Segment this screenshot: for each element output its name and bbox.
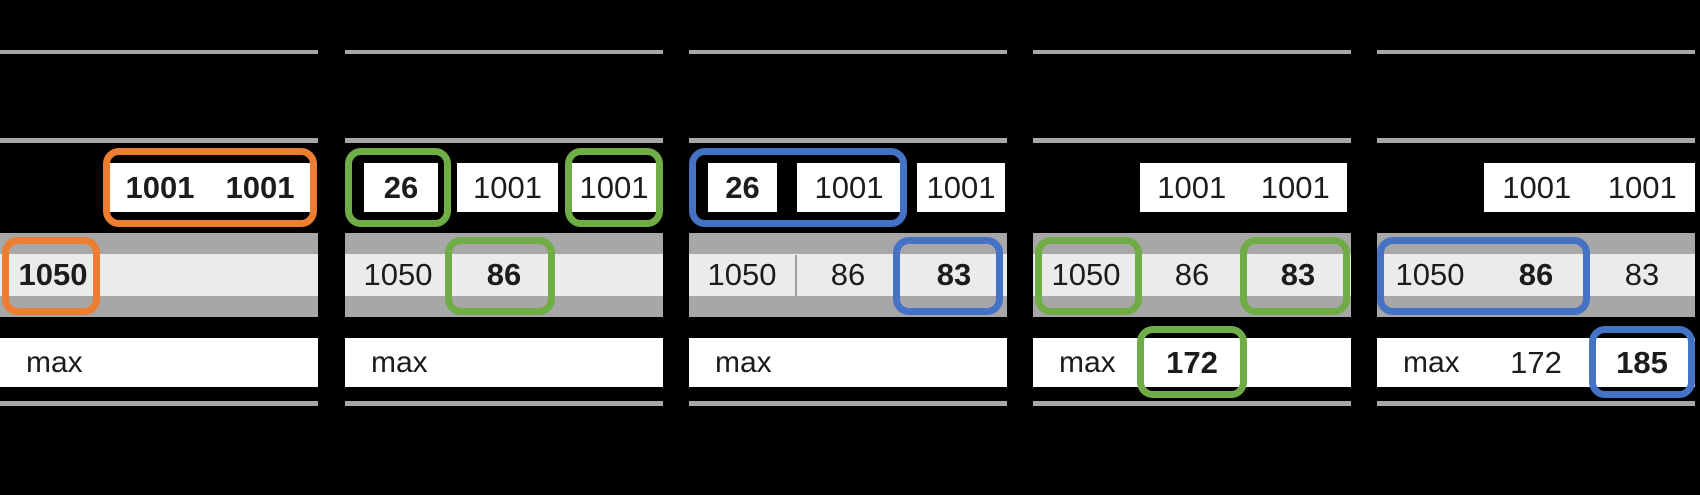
max-value: 172 [1166, 345, 1218, 380]
value: 26 [383, 169, 419, 205]
value: 1001 [579, 169, 649, 205]
highlight-outline-blue [689, 148, 907, 227]
max-label: max [1059, 346, 1116, 379]
max-label: max [1403, 346, 1460, 379]
step-panel-2: 26 1001 1001 1050 86 max [345, 0, 663, 495]
top-rule [0, 50, 318, 54]
deque-band [1377, 233, 1695, 317]
highlight-outline-blue [1377, 237, 1590, 315]
value: 1001 [1157, 169, 1227, 205]
value-box: 26 [364, 163, 438, 212]
max-value: 185 [1616, 345, 1668, 380]
step-panel-4: 1001 1001 1050 86 83 max 172 [1033, 0, 1351, 495]
value: 1001 [1260, 169, 1330, 205]
value: 1001 [814, 169, 884, 205]
step-panel-1: 1001 1001 1050 max [0, 0, 318, 495]
deque-band [1033, 233, 1351, 317]
value-box-pair: 1001 1001 [110, 163, 310, 212]
deque-cell: 1050 [1395, 257, 1465, 292]
max-row [345, 338, 663, 387]
deque-cell: 86 [1518, 257, 1554, 292]
deque-cell: 1050 [18, 257, 88, 292]
max-row [0, 338, 318, 387]
highlight-outline-green [1240, 237, 1350, 315]
step-panel-3: 26 1001 1001 1050 86 83 max [689, 0, 1007, 495]
deque-cell: 1050 [363, 257, 433, 292]
deque-cell: 86 [1174, 257, 1210, 292]
step-panel-5: 1001 1001 1050 86 83 max 172 185 [1377, 0, 1695, 495]
max-label: max [371, 346, 428, 379]
max-row [689, 338, 1007, 387]
max-row [1377, 338, 1695, 387]
middle-rule [1033, 138, 1351, 143]
highlight-outline-green [1137, 326, 1247, 398]
top-rule [345, 50, 663, 54]
bottom-rule [1033, 401, 1351, 406]
deque-band-inner [1377, 254, 1695, 296]
max-label: max [26, 346, 83, 379]
deque-cell: 1050 [707, 257, 777, 292]
highlight-outline-blue [1589, 326, 1695, 398]
value: 1001 [473, 169, 542, 205]
deque-band-inner [0, 254, 318, 296]
deque-band-inner [345, 254, 663, 296]
bottom-rule [1377, 401, 1695, 406]
max-row [1033, 338, 1351, 387]
cell-divider [795, 255, 797, 296]
deque-band [689, 233, 1007, 317]
highlight-outline-orange [2, 237, 100, 315]
deque-band [0, 233, 318, 317]
value-box-pair: 1001 1001 [1484, 163, 1695, 212]
value-box: 1001 [917, 163, 1005, 212]
deque-cell: 83 [936, 257, 972, 292]
value: 26 [725, 169, 760, 205]
highlight-outline-orange [103, 148, 317, 227]
value-box-pair: 1001 1001 [1140, 163, 1347, 212]
deque-band-inner [689, 254, 1007, 296]
deque-cell: 83 [1624, 257, 1660, 292]
bottom-rule [689, 401, 1007, 406]
bottom-rule [0, 401, 318, 406]
highlight-outline-green [565, 148, 663, 227]
deque-cell: 1050 [1051, 257, 1121, 292]
middle-rule [1377, 138, 1695, 143]
value-box: 1001 [457, 163, 558, 212]
middle-rule [689, 138, 1007, 143]
top-rule [1033, 50, 1351, 54]
highlight-outline-green [445, 237, 555, 315]
highlight-outline-blue [893, 237, 1003, 315]
value-box: 1001 [571, 163, 657, 212]
highlight-outline-green [1035, 237, 1142, 315]
value: 1001 [1607, 169, 1677, 205]
value-box: 26 [708, 163, 777, 212]
value: 1001 [225, 169, 295, 205]
max-label: max [715, 346, 772, 379]
highlight-outline-green [345, 148, 451, 227]
deque-band [345, 233, 663, 317]
top-rule [689, 50, 1007, 54]
value: 1001 [1502, 169, 1572, 205]
deque-cell: 86 [486, 257, 522, 292]
bottom-rule [345, 401, 663, 406]
value: 1001 [926, 169, 996, 205]
deque-band-inner [1033, 254, 1351, 296]
deque-cell: 86 [830, 257, 866, 292]
max-value: 172 [1510, 345, 1562, 380]
deque-cell: 83 [1280, 257, 1316, 292]
value: 1001 [125, 169, 195, 205]
value-box: 1001 [797, 163, 901, 212]
middle-rule [0, 138, 318, 143]
top-rule [1377, 50, 1695, 54]
middle-rule [345, 138, 663, 143]
